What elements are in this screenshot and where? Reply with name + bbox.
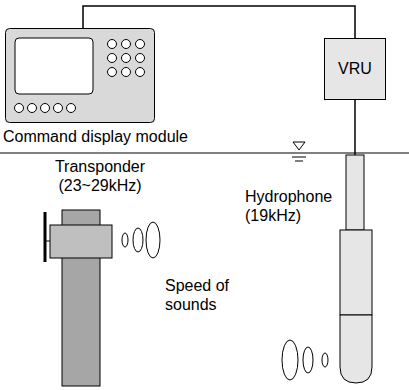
transponder: Transponder (23~29kHz) <box>35 155 165 388</box>
monitor-button <box>41 104 50 113</box>
monitor-button <box>108 40 117 49</box>
water-level-symbol <box>295 161 303 162</box>
hydrophone-head <box>340 315 372 383</box>
monitor-button <box>136 54 145 63</box>
hydrophone-cable-tube <box>346 155 364 230</box>
monitor-button <box>108 54 117 63</box>
monitor-button <box>15 104 24 113</box>
sound-wave <box>133 228 143 252</box>
monitor-button <box>67 104 76 113</box>
sound-wave <box>322 353 328 367</box>
transponder-plate <box>45 241 50 242</box>
vru-box-label: VRU <box>338 59 372 78</box>
monitor-body <box>6 29 155 123</box>
monitor-button <box>108 68 117 77</box>
water-surface <box>0 153 409 154</box>
monitor-button <box>122 40 131 49</box>
monitor-button <box>28 104 37 113</box>
transponder-collar <box>50 225 112 258</box>
transponder-plate <box>44 212 47 262</box>
water-level-symbol <box>292 157 306 158</box>
annotation-label: Speed of sounds <box>165 276 243 314</box>
sound-wave <box>303 347 313 373</box>
transponder-label: Transponder (23~29kHz) <box>48 157 152 195</box>
hydrophone: Hydrophone (19kHz) <box>245 155 385 388</box>
display-module: Command display module <box>5 28 155 123</box>
monitor-button <box>136 40 145 49</box>
monitor-button <box>136 68 145 77</box>
monitor-button <box>122 68 131 77</box>
cable-connector <box>354 100 356 155</box>
monitor-button <box>54 104 63 113</box>
water-level-symbol <box>293 142 305 150</box>
display-module-label: Command display module <box>3 127 188 146</box>
hydrophone-body <box>340 230 372 315</box>
vru-box: VRU <box>324 38 386 100</box>
monitor-screen <box>15 38 93 94</box>
monitor-button <box>122 54 131 63</box>
display-module-art <box>5 28 155 123</box>
sound-wave <box>122 233 128 247</box>
sound-wave <box>146 222 160 258</box>
hydrophone-label: Hydrophone (19kHz) <box>245 187 337 225</box>
sound-wave <box>282 340 298 380</box>
